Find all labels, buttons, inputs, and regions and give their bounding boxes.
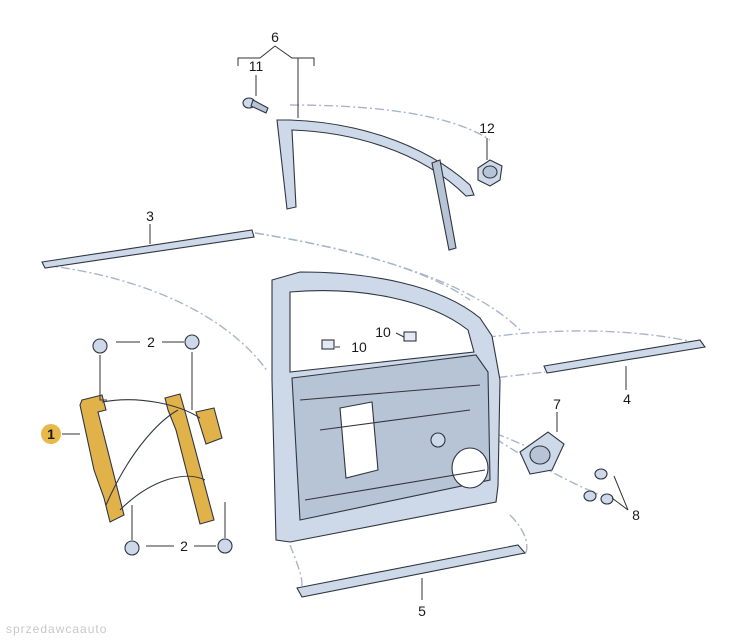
- window-regulator-part-1: [79, 393, 223, 525]
- callout-2-bottom: 2: [180, 538, 188, 554]
- callout-12: 12: [479, 120, 495, 136]
- seal-strip-part-4: [543, 339, 706, 374]
- leader-lines: [62, 45, 629, 600]
- callout-10-right: 10: [375, 324, 391, 340]
- callout-11: 11: [249, 58, 264, 74]
- screw-part-11: [242, 97, 269, 114]
- window-frame-trim: [276, 119, 475, 251]
- callout-2-top: 2: [147, 334, 155, 350]
- clip-part-12: [477, 159, 503, 187]
- seal-strip-part-3: [41, 229, 255, 269]
- callout-labels: 1 2 2 3 4 5 6 7 8 10 10 11 12: [41, 29, 640, 619]
- motor-part-7: [519, 431, 565, 475]
- callout-6: 6: [271, 29, 279, 45]
- callout-5: 5: [418, 603, 426, 619]
- callout-7: 7: [553, 396, 561, 412]
- door-shell: [271, 271, 501, 543]
- callout-10-left: 10: [351, 339, 367, 355]
- watermark-text: sprzedawcaauto: [6, 622, 108, 636]
- callout-8: 8: [632, 507, 640, 523]
- callout-1: 1: [47, 426, 55, 442]
- nuts-part-2: [92, 334, 233, 556]
- part-1-highlight: [41, 424, 61, 444]
- bolts-part-8: [583, 468, 614, 505]
- seal-strip-part-5: [296, 544, 527, 598]
- callout-3: 3: [146, 208, 154, 224]
- callout-4: 4: [623, 391, 631, 407]
